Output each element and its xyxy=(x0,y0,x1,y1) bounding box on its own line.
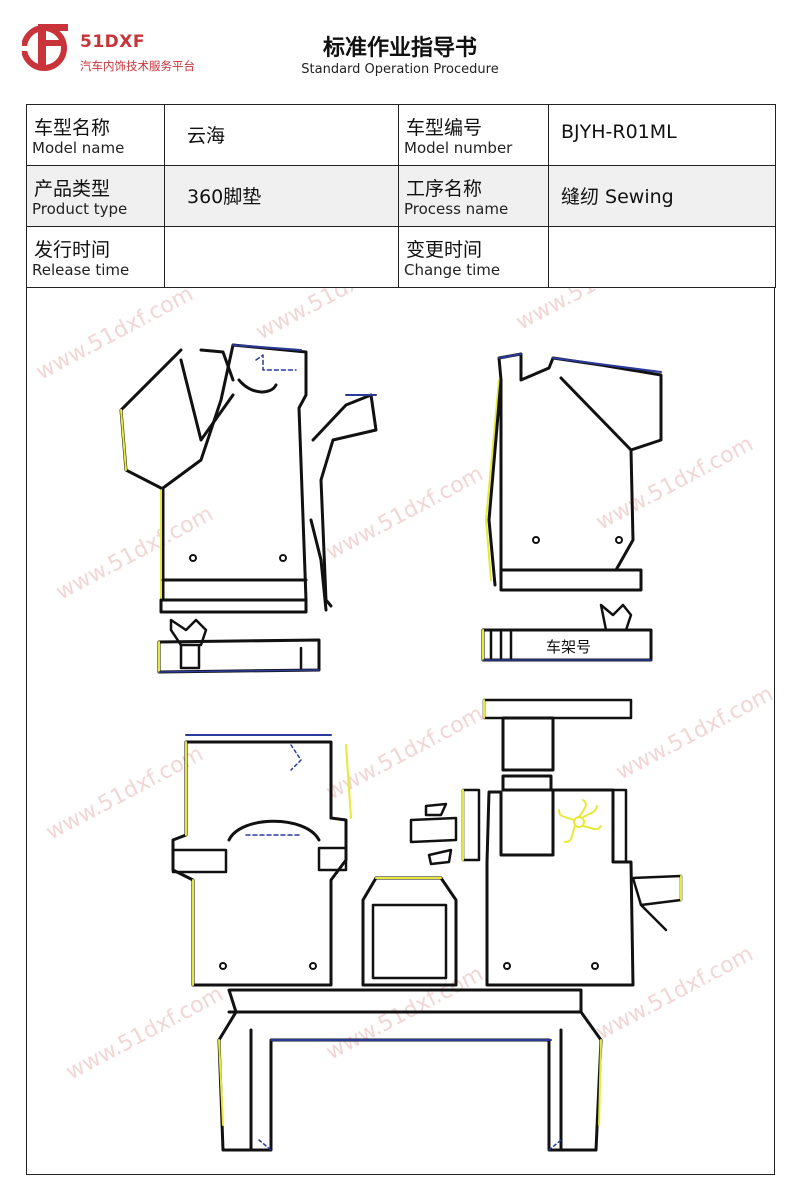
third-row-mat-piece xyxy=(217,988,603,1152)
info-table: 车型名称 Model name 云海 车型编号 Model number BJY… xyxy=(26,104,776,288)
info-row-time: 发行时间 Release time 变更时间 Change time xyxy=(26,226,776,288)
front-left-mat-piece xyxy=(119,343,378,614)
watermark-text: www.51dxf.com xyxy=(252,288,417,345)
center-tunnel-piece xyxy=(361,876,458,987)
release-time-value xyxy=(164,226,399,288)
logo-mark-icon xyxy=(22,24,68,71)
watermark-layer: www.51dxf.com www.51dxf.com www.51dxf.co… xyxy=(32,288,774,1085)
rear-right-mat-piece xyxy=(409,698,683,987)
pattern-drawing-frame: www.51dxf.com www.51dxf.com www.51dxf.co… xyxy=(26,288,775,1175)
product-type-value: 360脚垫 xyxy=(164,165,399,227)
process-name-label: 工序名称 Process name xyxy=(398,165,549,227)
logo-tagline: 汽车内饰技术服务平台 xyxy=(80,59,195,73)
watermark-text: www.51dxf.com xyxy=(52,502,217,606)
process-name-value: 缝纫 Sewing xyxy=(548,165,776,227)
change-time-value xyxy=(548,226,776,288)
watermark-text: www.51dxf.com xyxy=(592,942,757,1046)
front-right-mat-piece xyxy=(485,352,663,592)
release-time-label: 发行时间 Release time xyxy=(26,226,165,288)
floor-mat-pattern-drawing: www.51dxf.com www.51dxf.com www.51dxf.co… xyxy=(32,288,774,1152)
document-title: 标准作业指导书 xyxy=(322,36,477,61)
watermark-text: www.51dxf.com xyxy=(62,982,227,1086)
model-name-label: 车型名称 Model name xyxy=(26,104,165,166)
watermark-text: www.51dxf.com xyxy=(512,288,677,335)
document-subtitle: Standard Operation Procedure xyxy=(301,62,499,77)
frame-number-label: 车架号 xyxy=(546,638,591,656)
logo-brand: 51DXF xyxy=(80,32,145,52)
watermark-text: www.51dxf.com xyxy=(32,288,197,385)
info-row-product: 产品类型 Product type 360脚垫 工序名称 Process nam… xyxy=(26,165,776,227)
model-number-label: 车型编号 Model number xyxy=(398,104,549,166)
info-row-model: 车型名称 Model name 云海 车型编号 Model number BJY… xyxy=(26,104,776,166)
model-name-value: 云海 xyxy=(164,104,399,166)
site-logo: 51DXF 汽车内饰技术服务平台 xyxy=(22,18,232,78)
fan-emblem-icon xyxy=(558,799,602,843)
model-number-value: BJYH-R01ML xyxy=(548,104,776,166)
watermark-text: www.51dxf.com xyxy=(322,462,487,566)
change-time-label: 变更时间 Change time xyxy=(398,226,549,288)
left-heel-piece xyxy=(157,618,321,674)
right-heel-piece xyxy=(481,603,653,662)
product-type-label: 产品类型 Product type xyxy=(26,165,165,227)
watermark-text: www.51dxf.com xyxy=(42,742,207,846)
watermark-text: www.51dxf.com xyxy=(592,432,757,536)
watermark-text: www.51dxf.com xyxy=(612,682,774,786)
rear-left-mat-piece xyxy=(171,734,352,987)
